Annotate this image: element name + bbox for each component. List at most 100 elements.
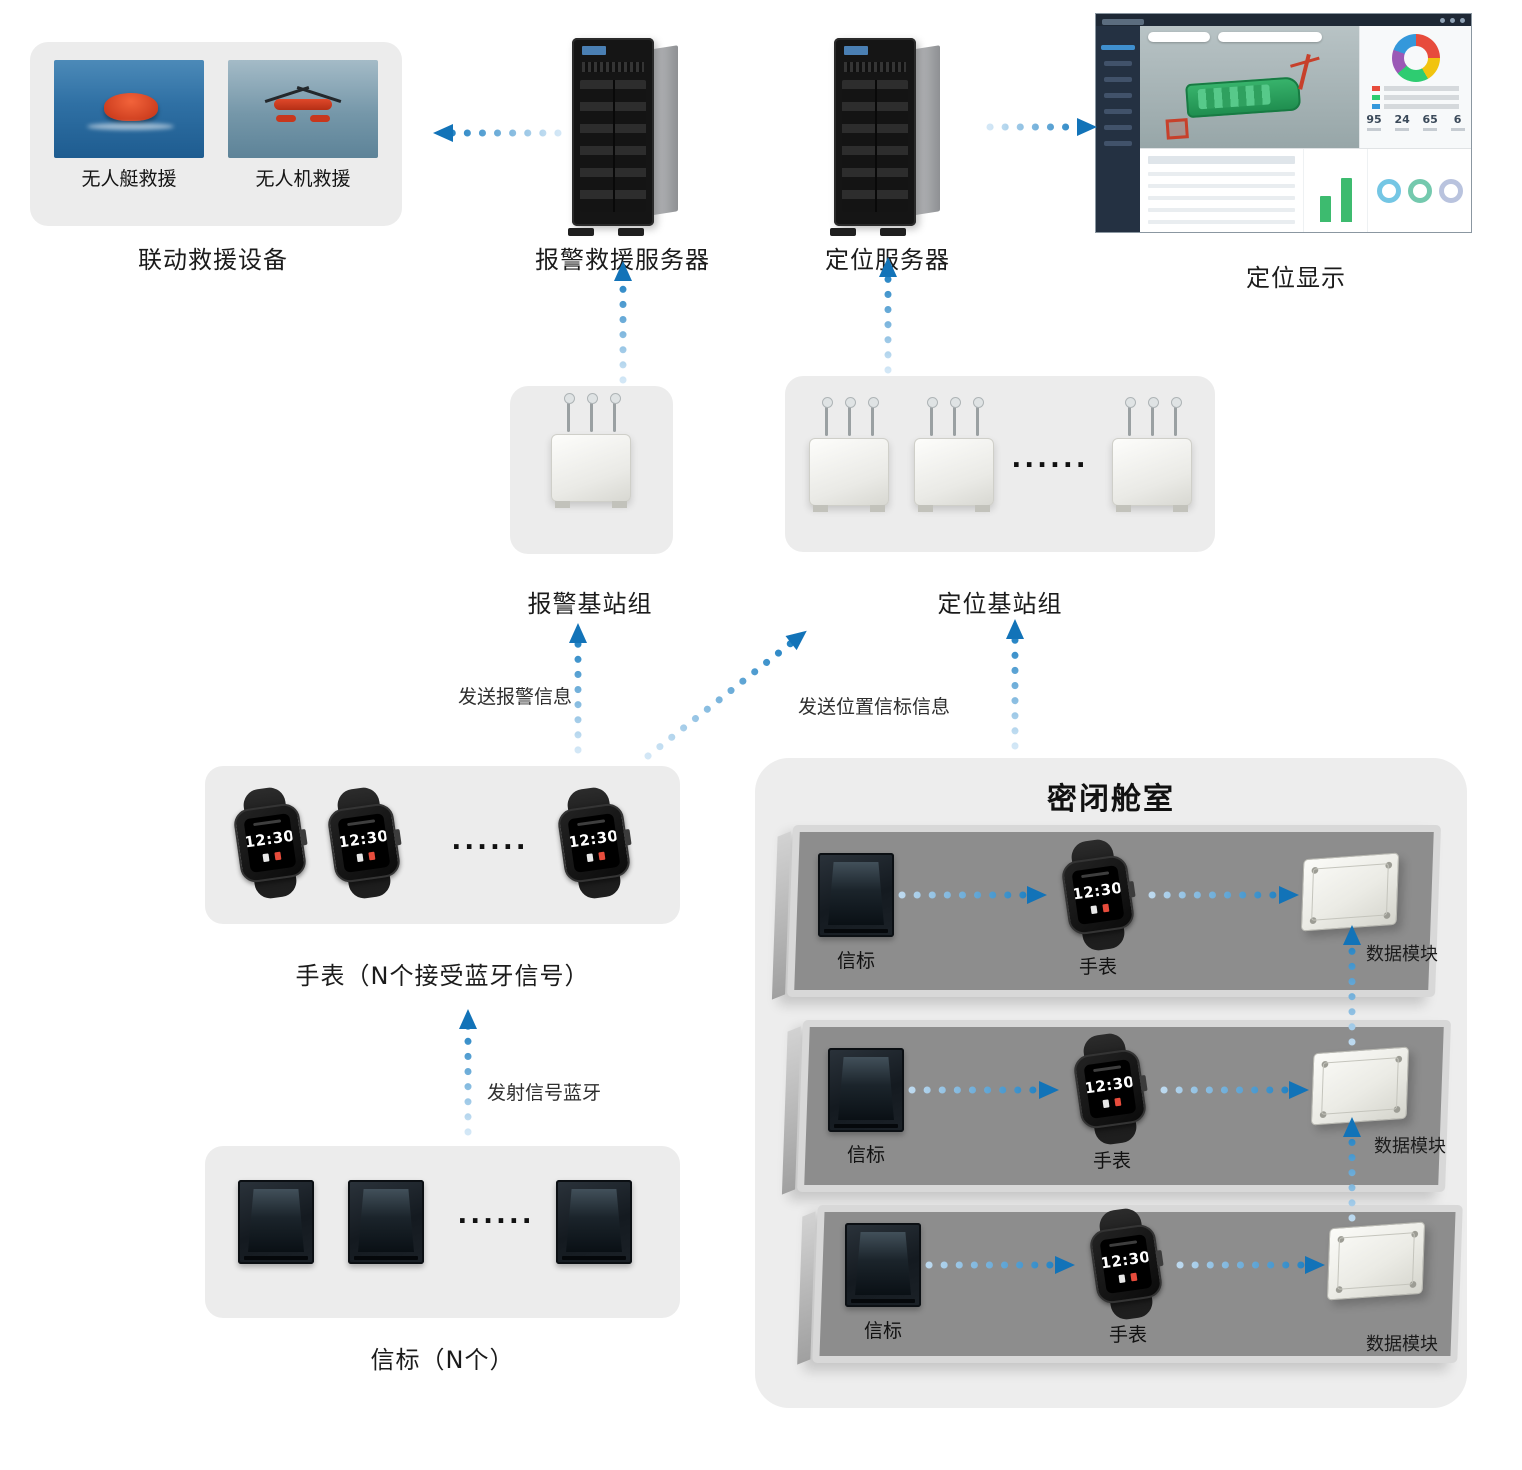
scene-toolbar-pill xyxy=(1218,32,1322,42)
drone-body-icon xyxy=(274,99,332,111)
send-position-label: 发送位置信标信息 xyxy=(798,696,951,718)
server-foot xyxy=(568,228,594,236)
base-station-body xyxy=(809,438,889,506)
arrow-watches-to-location-station xyxy=(644,630,807,760)
watch-button xyxy=(299,828,308,846)
antenna-icon xyxy=(868,397,879,436)
dashboard-table xyxy=(1140,149,1303,232)
watch-ellipsis: ...... xyxy=(451,826,529,856)
watch-statusbar xyxy=(1081,871,1110,879)
dashboard-sidebar xyxy=(1096,26,1140,232)
watch-button xyxy=(1139,1074,1148,1092)
antenna-icon xyxy=(822,397,833,436)
antenna-icon xyxy=(610,393,621,432)
scene-toolbar-pill xyxy=(1148,32,1210,42)
dashboard-stats-panel: 95 24 65 6 xyxy=(1359,26,1471,148)
cabin-watch-label: 手表 xyxy=(1092,1150,1131,1172)
watch-face: 12:30 xyxy=(1060,853,1136,937)
dashboard-stats-row: 95 24 65 6 xyxy=(1360,113,1471,131)
base-station-foot xyxy=(1173,505,1188,512)
cabin-title: 密闭舱室 xyxy=(1047,782,1175,817)
watch-button xyxy=(623,828,632,846)
server-vents xyxy=(844,62,906,72)
dashboard-donut-chart xyxy=(1391,34,1440,82)
watch-time: 12:30 xyxy=(1083,1072,1136,1098)
watch-glyphs xyxy=(262,851,282,863)
send-alarm-label: 发送报警信息 xyxy=(458,686,573,708)
server-foot xyxy=(618,228,644,236)
cabin-beacon-label: 信标 xyxy=(863,1320,902,1342)
location-display-screenshot: 95 24 65 6 xyxy=(1096,14,1471,232)
antenna-icon xyxy=(564,393,575,432)
watch-device: 12:30 xyxy=(543,782,645,903)
watch-face: 12:30 xyxy=(1088,1222,1164,1306)
watch-button xyxy=(1127,880,1136,898)
location-base-station-device xyxy=(1106,397,1198,514)
base-station-body xyxy=(551,434,631,502)
dashboard-bar-chart xyxy=(1303,149,1367,232)
beacon-device xyxy=(348,1180,424,1264)
base-station-foot xyxy=(975,505,990,512)
watch-screen: 12:30 xyxy=(1083,1059,1137,1119)
topbar-icon xyxy=(1450,17,1455,23)
location-server-caption: 定位服务器 xyxy=(825,246,950,274)
topbar-icon xyxy=(1460,17,1465,23)
watch-statusbar xyxy=(1109,1240,1138,1248)
watch-glyphs xyxy=(1118,1272,1138,1284)
watch-button xyxy=(1155,1249,1164,1267)
lifeboat-shape xyxy=(103,93,158,121)
watch-statusbar xyxy=(1093,1065,1122,1073)
dashboard-stat: 24 xyxy=(1394,113,1410,131)
rescue-devices-panel: 无人艇救援 无人机救援 xyxy=(30,42,402,226)
dashboard-gauges xyxy=(1367,149,1471,232)
uav-rescue-photo xyxy=(228,60,378,158)
uav-rescue-label: 无人机救援 xyxy=(255,168,351,190)
watch-time: 12:30 xyxy=(243,826,296,852)
antenna-icon xyxy=(950,397,961,436)
sidebar-item xyxy=(1104,77,1132,82)
dashboard-topbar xyxy=(1096,14,1471,26)
watch-screen: 12:30 xyxy=(1099,1234,1153,1294)
sidebar-item xyxy=(1104,93,1132,98)
base-station-foot xyxy=(1116,505,1131,512)
usv-rescue-label: 无人艇救援 xyxy=(81,168,177,190)
dashboard-3d-scene xyxy=(1140,26,1359,148)
cabin-watch-device: 12:30 xyxy=(1047,834,1149,955)
server-lcd xyxy=(844,46,868,55)
station-ellipsis: ...... xyxy=(1011,444,1089,474)
location-station-caption: 定位基站组 xyxy=(937,590,1063,618)
server-lcd xyxy=(582,46,606,55)
server-drive-bays xyxy=(842,80,908,212)
beacon-group-caption: 信标（N个） xyxy=(370,1346,515,1374)
sidebar-item xyxy=(1104,61,1132,66)
server-foot xyxy=(830,228,856,236)
antenna-icon xyxy=(845,397,856,436)
cabin-watch-device: 12:30 xyxy=(1075,1203,1177,1324)
server-vents xyxy=(582,62,644,72)
cabin-module-label: 数据模块 xyxy=(1366,944,1438,965)
base-station-body xyxy=(914,438,994,506)
watch-glyphs xyxy=(356,851,376,863)
watch-glyphs xyxy=(1102,1097,1122,1109)
cabin-beacon-label: 信标 xyxy=(836,950,875,972)
base-station-foot xyxy=(870,505,885,512)
watch-time: 12:30 xyxy=(337,826,390,852)
antenna-icon xyxy=(1125,397,1136,436)
sidebar-item xyxy=(1104,109,1132,114)
server-foot xyxy=(880,228,906,236)
watch-statusbar xyxy=(577,819,606,827)
sidebar-item xyxy=(1104,125,1132,130)
watch-time: 12:30 xyxy=(1099,1247,1152,1273)
watch-button xyxy=(393,828,402,846)
watch-face: 12:30 xyxy=(556,801,632,885)
watch-statusbar xyxy=(347,819,376,827)
watch-face: 12:30 xyxy=(1072,1047,1148,1131)
sidebar-item xyxy=(1101,45,1135,50)
watch-screen: 12:30 xyxy=(243,813,297,873)
send-bluetooth-label: 发射信号蓝牙 xyxy=(487,1082,602,1104)
cabin-module-label: 数据模块 xyxy=(1374,1136,1446,1157)
dashboard-legend xyxy=(1360,86,1471,109)
server-front-panel xyxy=(572,38,654,226)
watch-device: 12:30 xyxy=(313,782,415,903)
antenna-icon xyxy=(1171,397,1182,436)
